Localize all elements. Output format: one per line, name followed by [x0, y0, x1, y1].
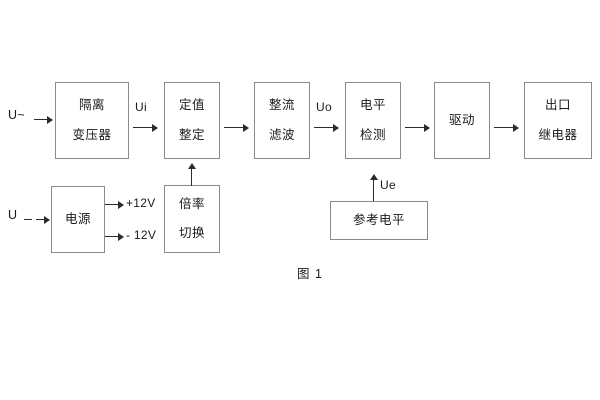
block-isolation-transformer[interactable]: 隔离 变压器	[55, 82, 129, 159]
block-level-detect[interactable]: 电平 检测	[345, 82, 401, 159]
block-rectify-filter-line1: 整流	[268, 98, 295, 113]
dc-input-wire-seg1	[24, 219, 32, 221]
figure-caption: 图 1	[297, 267, 323, 281]
block-isolation-transformer-line1: 隔离	[78, 98, 105, 113]
rail-label-negative: - 12V	[126, 228, 157, 242]
wire-rectify-to-detect	[314, 127, 336, 129]
signal-label-ui: Ui	[135, 100, 147, 114]
block-drive-line1: 驱动	[448, 112, 475, 127]
wire-setting-to-rectify	[224, 127, 246, 129]
block-setting-value-line1: 定值	[178, 98, 205, 113]
block-reference-level-line1: 参考电平	[352, 212, 405, 227]
wire-transformer-to-setting	[133, 127, 155, 129]
block-level-detect-line1: 电平	[359, 98, 386, 113]
wire-drive-to-relay	[494, 127, 516, 129]
ac-input-wire	[34, 119, 52, 121]
wire-rectify-to-detect-arrowhead-icon	[333, 123, 339, 132]
dc-input-wire-seg2	[36, 219, 48, 221]
ac-input-arrowhead-icon	[47, 115, 53, 124]
rail-label-positive: +12V	[126, 196, 156, 210]
block-isolation-transformer-line2: 变压器	[72, 127, 112, 142]
block-rectify-filter-line2: 滤波	[268, 127, 295, 142]
wire-rail-positive	[105, 204, 123, 206]
block-drive[interactable]: 驱动	[434, 82, 490, 159]
signal-label-uo: Uo	[316, 100, 332, 114]
ac-input-label: U~	[8, 108, 25, 122]
wire-ratio-to-setting-arrowhead-icon	[187, 163, 196, 169]
block-output-relay-line1: 出口	[544, 98, 571, 113]
block-power-supply[interactable]: 电源	[51, 186, 105, 253]
block-reference-level[interactable]: 参考电平	[330, 201, 428, 240]
block-output-relay-line2: 继电器	[538, 127, 578, 142]
block-ratio-switch-line2: 切换	[178, 226, 205, 240]
wire-drive-to-relay-arrowhead-icon	[513, 123, 519, 132]
block-ratio-switch[interactable]: 倍率 切换	[164, 185, 220, 253]
wire-rail-negative-arrowhead-icon	[118, 232, 124, 241]
wire-transformer-to-setting-arrowhead-icon	[152, 123, 158, 132]
wire-detect-to-drive	[405, 127, 427, 129]
wire-reference-to-detect	[373, 179, 375, 201]
block-power-supply-line1: 电源	[64, 211, 91, 226]
block-rectify-filter[interactable]: 整流 滤波	[254, 82, 310, 159]
wire-reference-to-detect-arrowhead-icon	[369, 174, 378, 180]
wire-ratio-to-setting	[191, 168, 193, 186]
block-output-relay[interactable]: 出口 继电器	[524, 82, 592, 159]
dc-input-label: U	[8, 208, 18, 222]
wire-rail-negative	[105, 236, 123, 238]
block-setting-value[interactable]: 定值 整定	[164, 82, 220, 159]
dc-input-arrowhead-icon	[44, 215, 50, 224]
block-setting-value-line2: 整定	[178, 127, 205, 142]
block-ratio-switch-line1: 倍率	[178, 196, 205, 211]
wire-setting-to-rectify-arrowhead-icon	[243, 123, 249, 132]
wire-detect-to-drive-arrowhead-icon	[424, 123, 430, 132]
signal-label-ue: Ue	[380, 178, 396, 192]
wire-rail-positive-arrowhead-icon	[118, 200, 124, 209]
block-level-detect-line2: 检测	[359, 127, 386, 142]
